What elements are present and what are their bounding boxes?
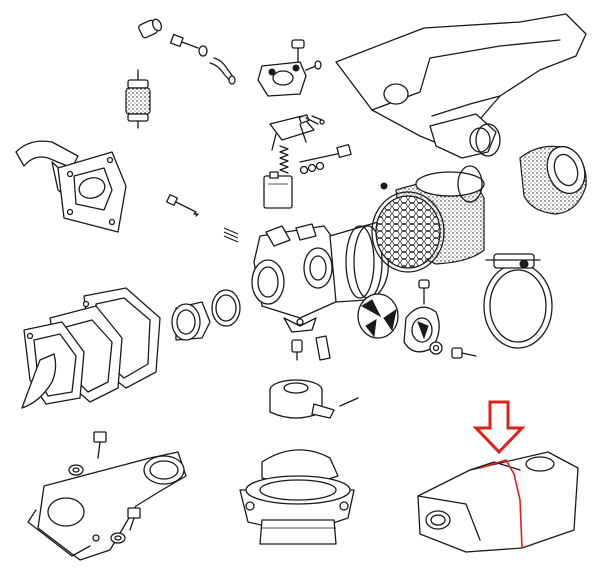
washer (68, 464, 84, 476)
intake-flange (239, 475, 355, 545)
fuel-hose (209, 57, 236, 85)
washer (429, 341, 443, 355)
hose-clamp (483, 253, 553, 349)
carburetor-float-bowl-top (257, 39, 322, 97)
thermostat-housing (27, 451, 187, 561)
choke-plunger (403, 279, 440, 353)
throttle-slide (269, 379, 359, 419)
inline-fuel-filter (125, 69, 151, 129)
silencer-airbox (417, 451, 579, 553)
air-filter (371, 165, 485, 273)
idle-screw (299, 143, 352, 175)
spring (223, 227, 239, 243)
intake-manifold (15, 140, 127, 233)
float-needle-assembly (269, 114, 325, 151)
mixing-tube (291, 335, 331, 361)
bolt (451, 347, 477, 359)
rubber-boot (519, 145, 587, 215)
airbox-housing (335, 13, 587, 159)
bolt (169, 33, 199, 49)
down-arrow-icon (472, 400, 526, 455)
float (263, 171, 293, 209)
gasket (211, 289, 241, 327)
fuel-filter-cap (138, 18, 163, 39)
bolt (166, 194, 199, 217)
throttle-slide (357, 293, 399, 339)
insulator-spacer (171, 301, 211, 341)
washer (198, 45, 208, 57)
bolt (127, 507, 141, 531)
reed-valve-assembly (21, 287, 161, 409)
bolt (93, 431, 107, 459)
carburetor-body (251, 221, 389, 333)
washer (110, 532, 126, 544)
